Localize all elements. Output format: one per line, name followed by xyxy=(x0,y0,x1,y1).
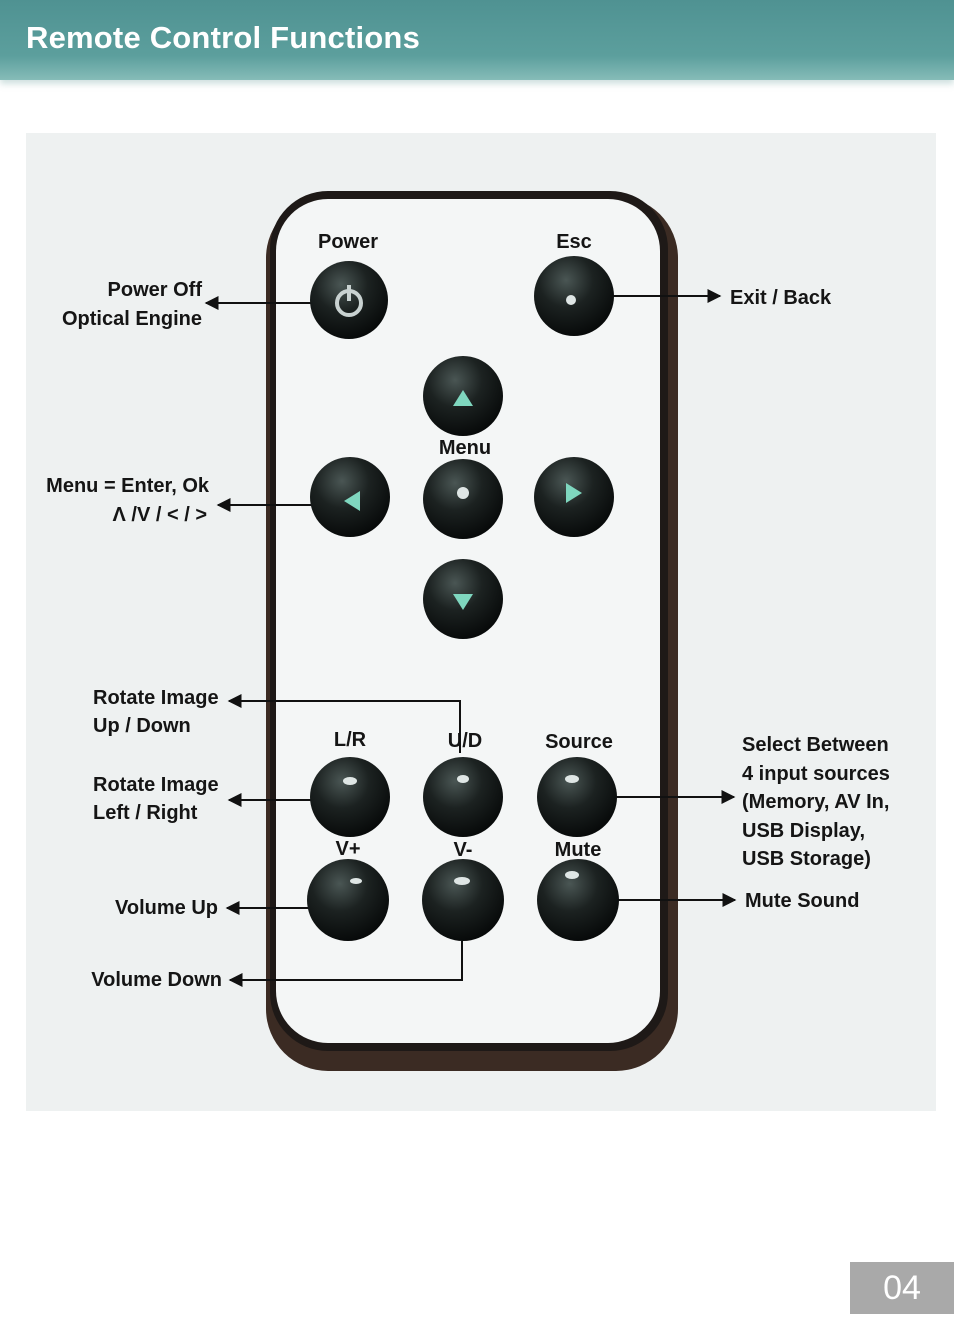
source-button-label: Source xyxy=(545,731,613,753)
power-button-label: Power xyxy=(318,231,378,253)
vminus-callout-line xyxy=(228,941,463,987)
lr-button-label: L/R xyxy=(334,729,367,751)
chevron-up-icon xyxy=(453,390,473,406)
ud-button-label: U/D xyxy=(448,730,482,752)
volume-up-callout: Volume Up xyxy=(115,897,218,919)
exit-back-callout: Exit / Back xyxy=(730,287,832,309)
ud-callout-line xyxy=(227,694,461,753)
header-bar: Remote Control Functions xyxy=(0,0,954,80)
chevron-left-icon xyxy=(344,491,360,511)
up-arrow-button[interactable] xyxy=(423,356,503,436)
rotate-lr-callout: Rotate Image xyxy=(93,774,219,796)
down-arrow-button[interactable] xyxy=(423,559,503,639)
menu-enter-callout: Menu = Enter, Ok xyxy=(46,475,210,497)
rotate-ud-callout: Rotate Image xyxy=(93,687,219,709)
mute-button-label: Mute xyxy=(555,839,602,861)
page-title: Remote Control Functions xyxy=(26,20,421,55)
power-button[interactable] xyxy=(310,261,388,339)
vminus-button[interactable] xyxy=(422,859,504,941)
usb-display-callout: USB Display, xyxy=(742,820,865,842)
rotate-lr-direction: Left / Right xyxy=(93,802,198,824)
source-button[interactable] xyxy=(537,757,617,837)
esc-button[interactable] xyxy=(534,256,614,336)
chevron-down-icon xyxy=(453,594,473,610)
left-arrow-button[interactable] xyxy=(310,457,390,537)
input-sources-callout: 4 input sources xyxy=(742,763,890,785)
ud-button[interactable] xyxy=(423,757,503,837)
volume-down-callout: Volume Down xyxy=(91,969,222,991)
menu-button-label: Menu xyxy=(439,437,491,459)
usb-storage-callout: USB Storage) xyxy=(742,848,871,870)
rotate-ud-direction: Up / Down xyxy=(93,715,191,737)
page-number-box: 04 xyxy=(850,1262,954,1314)
right-arrow-button[interactable] xyxy=(534,457,614,537)
memory-av-callout: (Memory, AV In, xyxy=(742,791,889,813)
mute-button[interactable] xyxy=(537,859,619,941)
select-between-callout: Select Between xyxy=(742,734,889,756)
page-number: 04 xyxy=(883,1268,921,1307)
chevron-right-icon xyxy=(566,483,582,503)
remote-control-diagram: Power Esc Menu L/R U/D Source V+ V- Mute… xyxy=(46,191,890,1071)
vplus-button-label: V+ xyxy=(335,838,360,860)
power-off-callout: Power Off xyxy=(108,279,203,301)
lr-button[interactable] xyxy=(310,757,390,837)
vplus-button[interactable] xyxy=(307,859,389,941)
remote-control-photo: Power Esc Menu L/R U/D Source V+ V- Mute… xyxy=(26,133,936,1111)
arrow-keys-callout: Λ /V / < / > xyxy=(113,504,208,526)
vminus-button-label: V- xyxy=(454,839,473,861)
optical-engine-callout: Optical Engine xyxy=(62,308,202,330)
mute-sound-callout: Mute Sound xyxy=(745,890,859,912)
esc-button-label: Esc xyxy=(556,231,592,253)
menu-button[interactable] xyxy=(423,459,503,539)
